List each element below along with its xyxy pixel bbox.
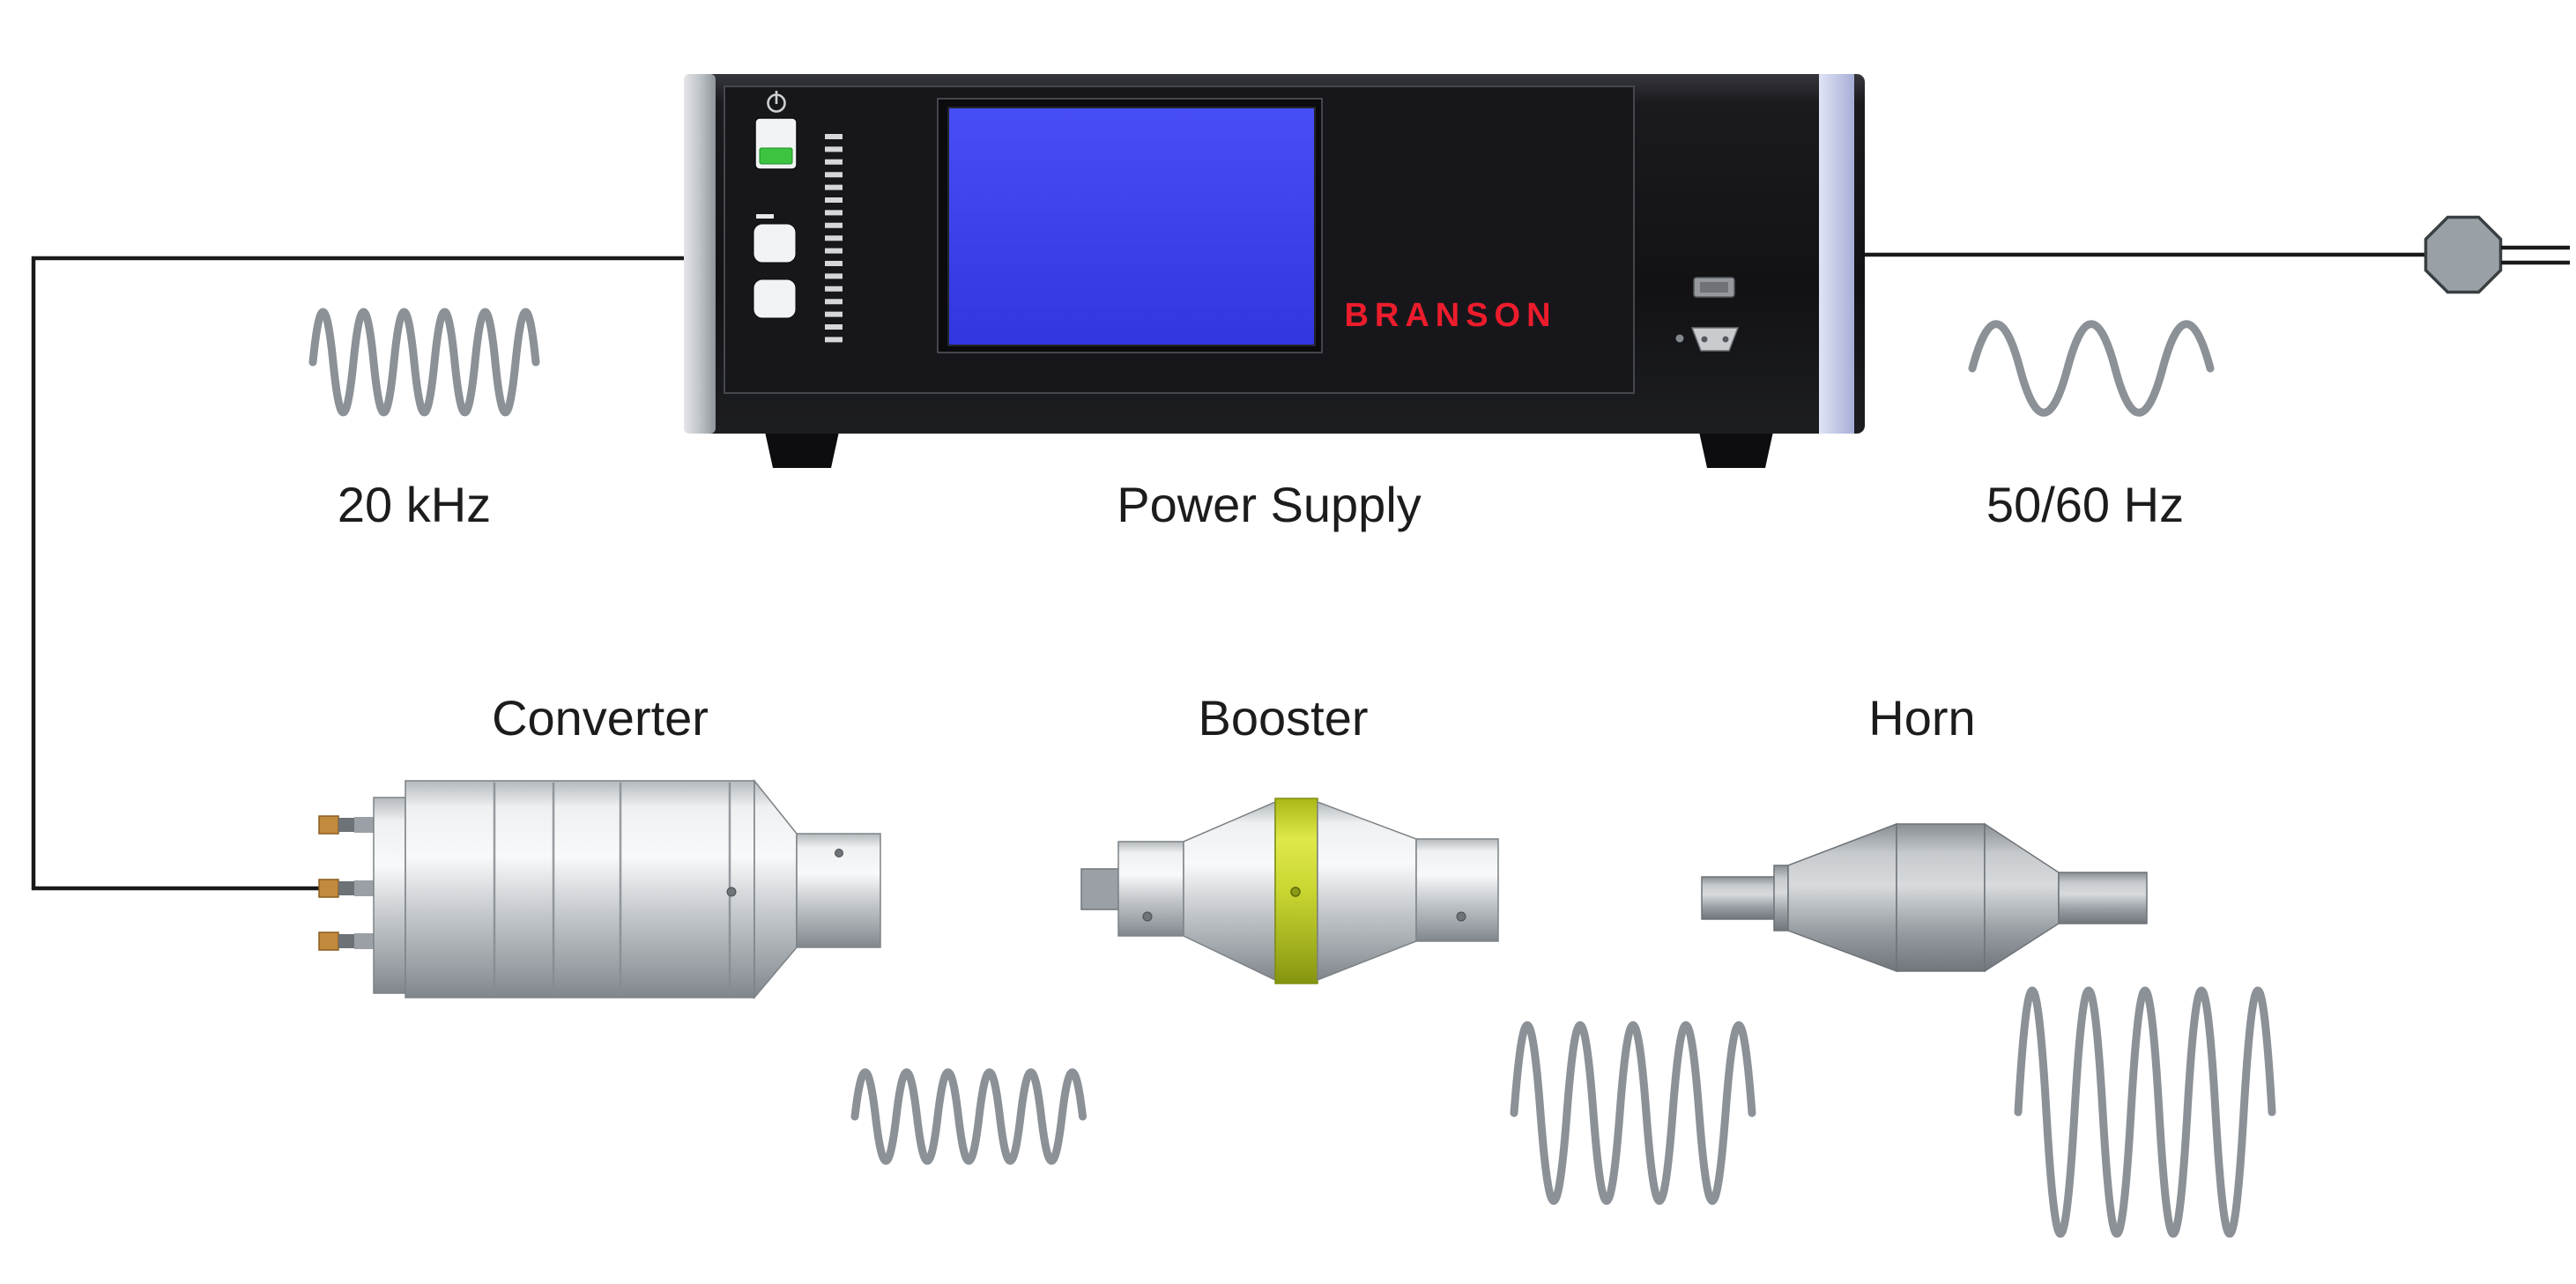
booster-setscrew-left bbox=[1142, 911, 1153, 922]
converter-taper bbox=[753, 778, 798, 1000]
booster-left-cylinder bbox=[1117, 841, 1184, 937]
booster-left-cone bbox=[1183, 800, 1276, 982]
waveform-50-60hz bbox=[1968, 320, 2215, 417]
label-ultrasonic-frequency: 20 kHz bbox=[337, 477, 492, 532]
power-icon bbox=[767, 91, 786, 113]
softkey-marker bbox=[756, 214, 774, 219]
label-converter: Converter bbox=[492, 690, 709, 746]
horn-step bbox=[1773, 865, 1789, 931]
converter-setscrew bbox=[726, 887, 737, 897]
booster-stub bbox=[1080, 868, 1119, 910]
power-supply-foot-left bbox=[765, 432, 839, 468]
power-supply-right-strip bbox=[1819, 74, 1854, 434]
indicator-dot bbox=[1675, 334, 1684, 343]
converter-connectors bbox=[318, 815, 375, 951]
branson-logo: BRANSON bbox=[1344, 297, 1557, 334]
power-supply-left-strip bbox=[684, 74, 716, 434]
power-supply-foot-right bbox=[1699, 432, 1773, 468]
booster-setscrew-right bbox=[1456, 911, 1466, 922]
screen bbox=[947, 107, 1316, 346]
horn-shaft bbox=[1701, 876, 1778, 920]
label-line-frequency: 50/60 Hz bbox=[1986, 477, 2185, 532]
power-button bbox=[754, 117, 798, 170]
label-booster: Booster bbox=[1198, 690, 1369, 746]
converter-nose-hole bbox=[835, 849, 843, 857]
waveform-20khz bbox=[308, 308, 540, 417]
softkey-button-1 bbox=[753, 223, 797, 263]
label-horn: Horn bbox=[1868, 690, 1976, 746]
converter-rear-cap bbox=[373, 797, 406, 994]
waveform-converter bbox=[850, 1068, 1087, 1165]
horn-expanding-cone bbox=[1787, 822, 1897, 973]
converter-device bbox=[318, 778, 881, 1000]
booster-device bbox=[1080, 798, 1499, 984]
label-power-supply: Power Supply bbox=[1117, 477, 1422, 532]
aux-connector bbox=[1693, 277, 1735, 298]
horn-tip bbox=[2058, 872, 2148, 924]
cable-to-converter bbox=[31, 256, 684, 891]
mains-plug-icon bbox=[2424, 215, 2570, 294]
power-led bbox=[759, 147, 793, 165]
power-supply-unit bbox=[684, 74, 1865, 468]
dsub-connector bbox=[1690, 327, 1740, 352]
booster-right-cone bbox=[1317, 800, 1417, 982]
waveform-booster bbox=[1510, 1021, 1756, 1205]
horn-narrowing-cone bbox=[1984, 822, 2060, 973]
booster-setscrew-center bbox=[1290, 887, 1301, 897]
waveform-horn bbox=[2014, 986, 2276, 1238]
softkey-button-2 bbox=[753, 278, 797, 319]
converter-body bbox=[405, 780, 755, 998]
horn-body bbox=[1896, 823, 1986, 972]
horn-device bbox=[1701, 822, 2148, 973]
booster-right-cylinder bbox=[1415, 838, 1499, 942]
